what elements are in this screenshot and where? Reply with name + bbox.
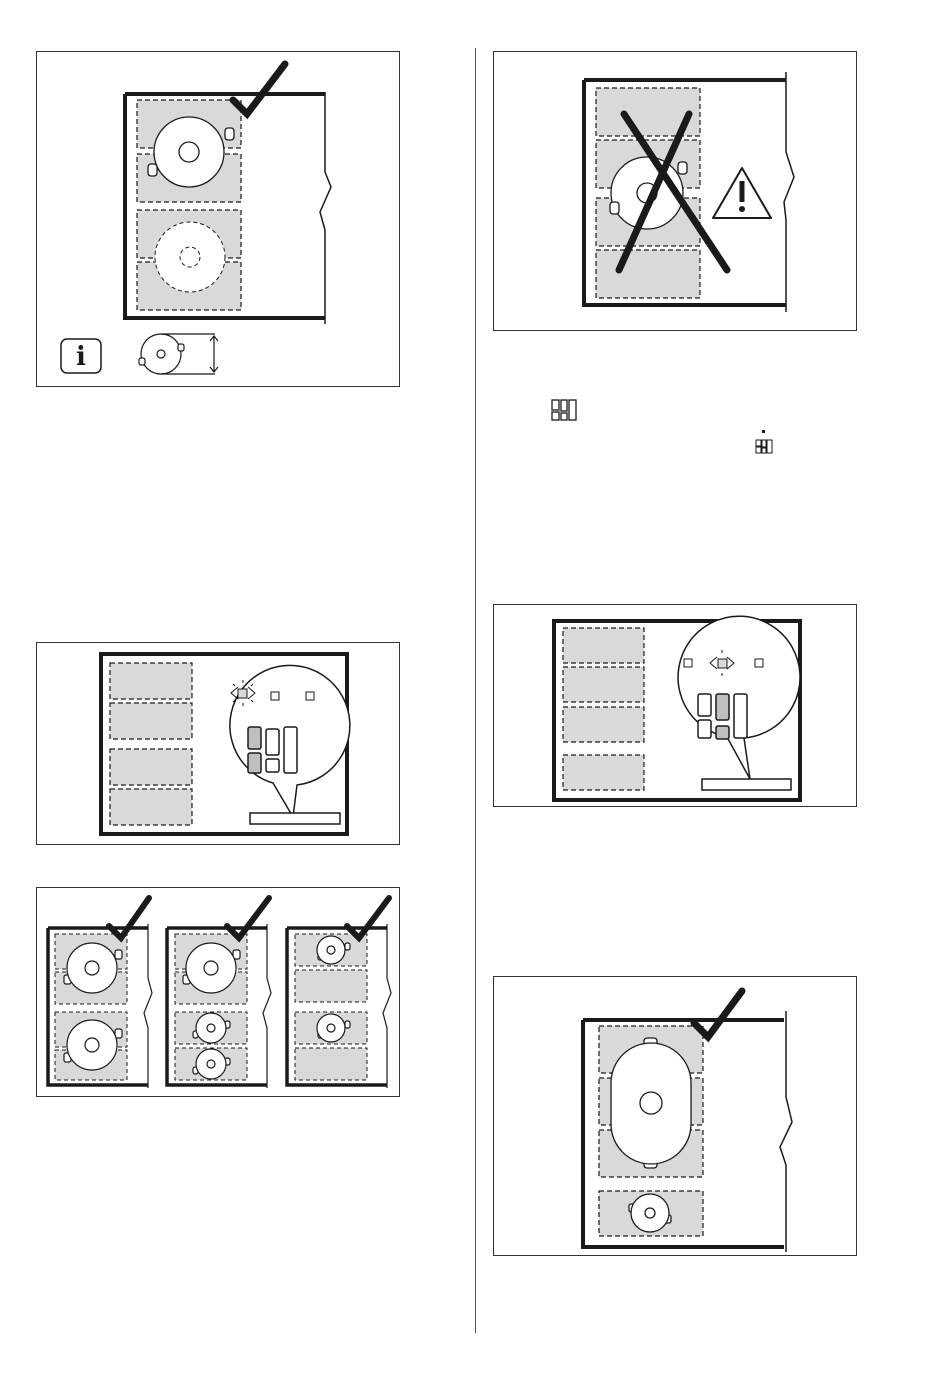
check-icon bbox=[233, 64, 285, 114]
display-digits-icon bbox=[550, 398, 578, 428]
display-digits-icon bbox=[698, 694, 747, 739]
figure-control-panel-right bbox=[493, 604, 857, 807]
figure-combinations bbox=[36, 887, 400, 1097]
figure-cookware-two-zones: i bbox=[36, 51, 400, 387]
svg-text:i: i bbox=[76, 342, 86, 372]
check-icon bbox=[109, 898, 149, 938]
check-icon bbox=[347, 898, 389, 938]
display-digits-dot-icon bbox=[754, 429, 774, 461]
check-icon bbox=[694, 991, 742, 1037]
info-icon: i bbox=[61, 339, 101, 373]
cookware-diameter-icon bbox=[139, 334, 218, 374]
figure-oval-cookware bbox=[493, 976, 857, 1256]
figure-control-panel-left bbox=[36, 642, 400, 845]
check-icon bbox=[227, 898, 269, 938]
warning-icon bbox=[713, 168, 771, 218]
figure-cookware-across-zones bbox=[493, 51, 857, 331]
column-divider bbox=[475, 48, 476, 1333]
